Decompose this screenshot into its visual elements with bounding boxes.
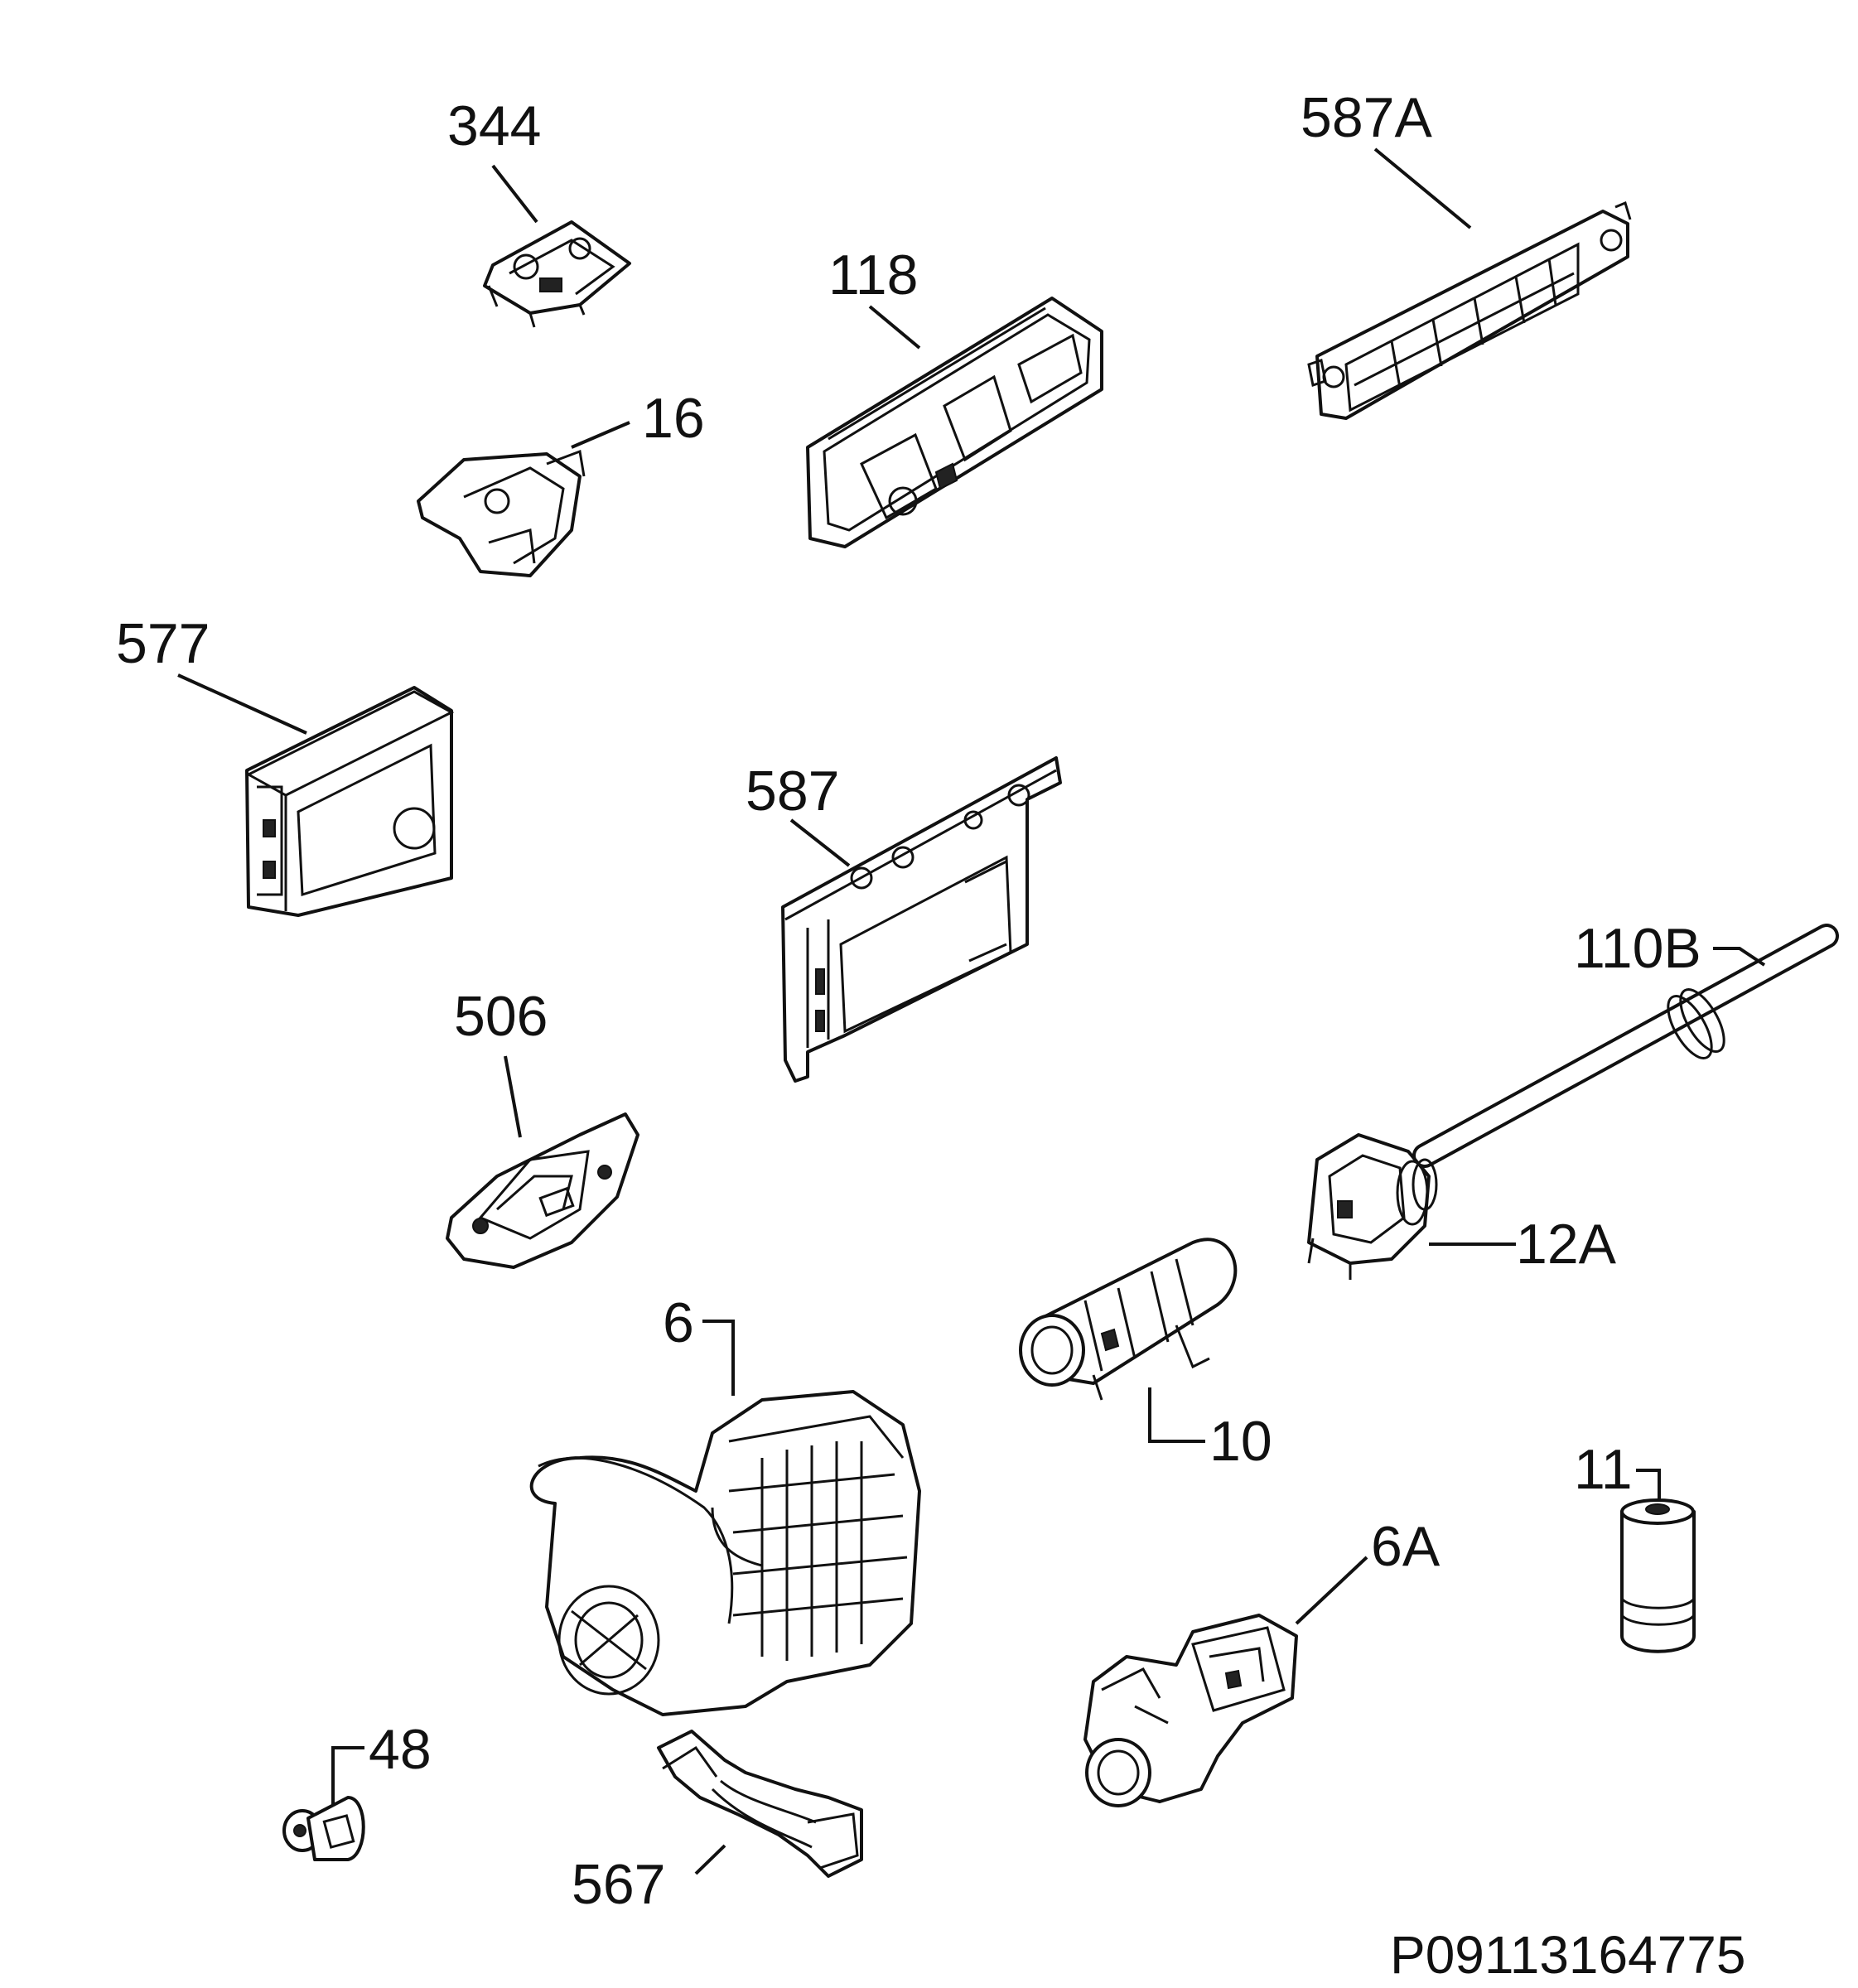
part-110b-hose-cable (1412, 924, 1839, 1168)
part-10-heater (1019, 1238, 1238, 1401)
part-6a-drain-pump (1083, 1614, 1298, 1807)
label-11: 11 (1574, 1438, 1633, 1501)
leader-11 (1636, 1469, 1661, 1502)
leader-118 (868, 305, 921, 350)
leader-16 (571, 421, 630, 449)
leader-6a (1295, 1556, 1368, 1625)
label-577: 577 (116, 612, 210, 675)
part-344-latch (483, 220, 631, 328)
part-567-clamp (657, 1730, 863, 1878)
part-11-capacitor (1620, 1498, 1696, 1653)
part-587a-control-panel (1307, 200, 1632, 420)
part-12a-water-valve (1307, 1133, 1438, 1280)
leader-10 (1148, 1387, 1205, 1443)
leader-567 (694, 1844, 726, 1875)
label-506: 506 (454, 985, 548, 1048)
leader-506 (504, 1055, 522, 1138)
label-587: 587 (746, 760, 839, 823)
part-6-circulation-pump (529, 1390, 921, 1716)
part-506-drawer-bracket (446, 1112, 639, 1269)
label-118: 118 (828, 244, 918, 306)
leader-344 (491, 164, 538, 224)
drawing-code: P09113164775 (1390, 1925, 1745, 1985)
leader-587 (789, 818, 851, 867)
leader-587a (1373, 147, 1472, 229)
label-6: 6 (663, 1291, 694, 1354)
label-48: 48 (369, 1718, 432, 1781)
label-344: 344 (447, 94, 541, 157)
leader-577 (177, 673, 307, 735)
label-110b: 110B (1574, 917, 1701, 980)
part-118-electronic-module (806, 297, 1103, 548)
label-6a: 6A (1371, 1515, 1441, 1578)
label-10: 10 (1209, 1410, 1272, 1473)
leader-110b (1713, 947, 1766, 967)
part-587-bracket-frame (781, 756, 1062, 1083)
label-587a: 587A (1301, 86, 1432, 149)
part-16-door-switch (417, 449, 586, 577)
label-567: 567 (572, 1853, 665, 1916)
part-48-plug (282, 1796, 365, 1861)
label-16: 16 (642, 387, 705, 450)
label-12a: 12A (1516, 1213, 1617, 1276)
leader-6 (702, 1320, 735, 1396)
leader-48 (331, 1746, 364, 1806)
part-577-power-module (245, 686, 455, 917)
